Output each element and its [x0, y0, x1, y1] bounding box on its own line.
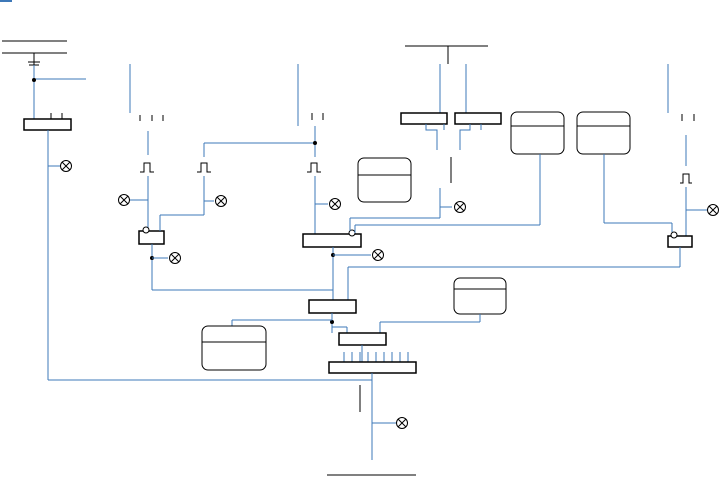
left-feeder: [23, 65, 372, 381]
lamp-icon: [118, 194, 130, 206]
distribution-box: [338, 332, 387, 346]
left-breaker-box: [23, 118, 72, 131]
twin-breaker-left: [400, 112, 448, 125]
column-2: [159, 142, 315, 231]
combiner-box: [308, 299, 357, 314]
panel-box-lower-right: [453, 277, 507, 315]
main-bus-box: [328, 361, 417, 374]
lamp-icon: [329, 198, 341, 210]
lamp-icon: [396, 417, 408, 429]
panel-box-center: [357, 157, 412, 203]
top-left-bus: [2, 40, 67, 66]
lamp-icon: [60, 160, 72, 172]
right-panels: [354, 111, 672, 233]
column-1: [129, 64, 334, 300]
relay-box-1: [138, 230, 165, 245]
lamp-icon: [169, 252, 181, 264]
relay-box-right: [667, 235, 693, 248]
panel-box-right-2: [576, 111, 631, 155]
relay-box-3: [302, 233, 362, 248]
lamp-icon: [372, 249, 384, 261]
lamp-icon: [215, 195, 227, 207]
panel-box-right-1: [510, 111, 565, 155]
column-right: [347, 64, 707, 300]
lamp-icon: [454, 201, 466, 213]
twin-breaker-right: [454, 112, 502, 125]
top-left-link[interactable]: [0, 0, 12, 2]
lamp-icon: [707, 204, 719, 216]
column-3: [297, 64, 412, 300]
lower-assembly: [201, 277, 507, 476]
panel-box-lower-left: [201, 325, 267, 371]
center-top-bus: [349, 45, 502, 231]
